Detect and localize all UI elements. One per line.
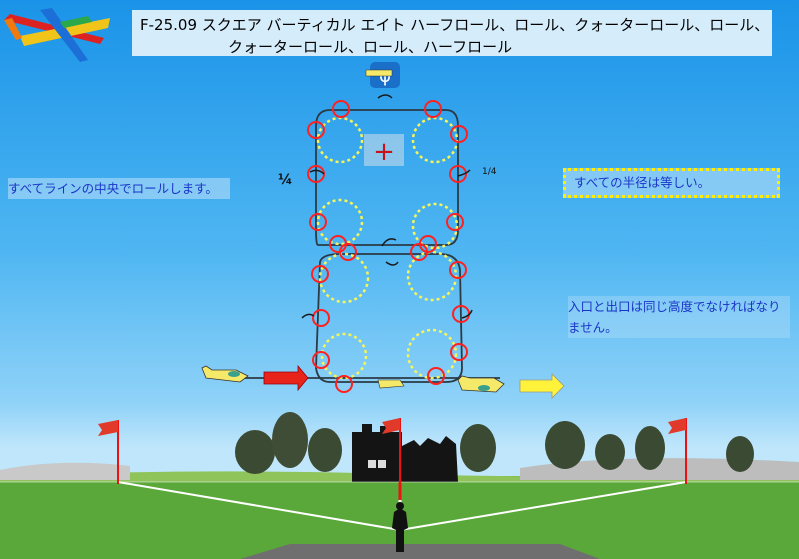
aircraft-logo-image bbox=[4, 8, 110, 62]
note-radii-equal: すべての半径は等しい。 bbox=[563, 168, 780, 198]
roll-arrow bbox=[309, 169, 325, 175]
title-box bbox=[132, 10, 772, 56]
corner-marker bbox=[449, 165, 467, 183]
radius-circle bbox=[411, 116, 459, 164]
center-plane-icon bbox=[377, 379, 405, 389]
title-line-2: クォーターロール、ロール、ハーフロール bbox=[228, 38, 513, 56]
radius-circle bbox=[406, 328, 458, 380]
note-entry-exit-altitude: 入口と出口は同じ高度でなければなりません。 bbox=[568, 296, 790, 338]
flag-left bbox=[98, 420, 119, 484]
tree bbox=[308, 428, 342, 472]
note-roll-center: すべてラインの中央でロールします。 bbox=[8, 178, 230, 199]
corner-marker bbox=[312, 309, 330, 327]
corner-marker bbox=[446, 213, 464, 231]
roll-arrow bbox=[461, 309, 473, 319]
roll-arrows bbox=[301, 94, 473, 319]
tree bbox=[595, 434, 625, 470]
pilot-figure bbox=[392, 508, 408, 552]
pilot-head bbox=[396, 502, 404, 510]
roll-arrow bbox=[381, 238, 397, 247]
corner-marker bbox=[450, 343, 468, 361]
ground-scene bbox=[0, 412, 799, 559]
corner-marker bbox=[339, 243, 357, 261]
center-marker-box bbox=[364, 134, 404, 166]
tree bbox=[545, 421, 585, 469]
tree bbox=[235, 430, 275, 474]
corner-marker bbox=[332, 100, 350, 118]
flag-center bbox=[382, 418, 401, 484]
corner-marker bbox=[309, 213, 327, 231]
radius-circle bbox=[411, 202, 459, 250]
radius-circle bbox=[316, 116, 364, 164]
castle-ruin bbox=[352, 424, 458, 482]
plane-top-icon bbox=[365, 69, 393, 77]
corner-marker bbox=[424, 100, 442, 118]
roll-arrow bbox=[377, 94, 393, 99]
flight-path-lower-loop bbox=[315, 253, 463, 383]
tree bbox=[635, 426, 665, 470]
trees bbox=[235, 412, 754, 474]
corner-marker bbox=[449, 261, 467, 279]
corner-marker bbox=[335, 375, 353, 393]
corner-marker bbox=[450, 125, 468, 143]
castle-window bbox=[368, 460, 376, 468]
entry-arrow-red bbox=[263, 364, 309, 392]
entry-plane-icon bbox=[201, 365, 249, 383]
corner-marker bbox=[307, 121, 325, 139]
roll-arrow bbox=[385, 261, 399, 266]
flight-path-upper-loop bbox=[315, 109, 459, 246]
symbol-glyph: φ bbox=[379, 66, 391, 87]
roll-arrow bbox=[457, 169, 471, 177]
radius-circles bbox=[316, 116, 459, 380]
corner-marker bbox=[312, 351, 330, 369]
tree bbox=[272, 412, 308, 468]
corner-marker bbox=[410, 243, 428, 261]
corner-marker bbox=[311, 265, 329, 283]
center-cross: + bbox=[373, 137, 395, 167]
quarter-roll-label-right: 1/4 bbox=[482, 167, 497, 177]
field-line-left bbox=[117, 481, 401, 531]
tree bbox=[726, 436, 754, 472]
runway bbox=[240, 544, 600, 559]
exit-plane-icon bbox=[457, 375, 505, 393]
corner-marker bbox=[427, 367, 445, 385]
radius-circle bbox=[320, 332, 368, 380]
radius-circle bbox=[316, 198, 364, 246]
castle-window bbox=[378, 460, 386, 468]
hill-left bbox=[0, 462, 130, 480]
tree bbox=[460, 424, 496, 472]
flag-right bbox=[668, 418, 687, 484]
exit-arrow-yellow bbox=[519, 373, 565, 399]
quarter-roll-label-left: ¼ bbox=[278, 172, 293, 188]
radius-circle bbox=[318, 252, 370, 304]
roll-arrow bbox=[301, 313, 315, 319]
radius-circle bbox=[406, 250, 458, 302]
field-line-right bbox=[399, 481, 687, 531]
title-line-1: F-25.09 スクエア バーティカル エイト ハーフロール、ロール、クォーター… bbox=[140, 16, 770, 34]
